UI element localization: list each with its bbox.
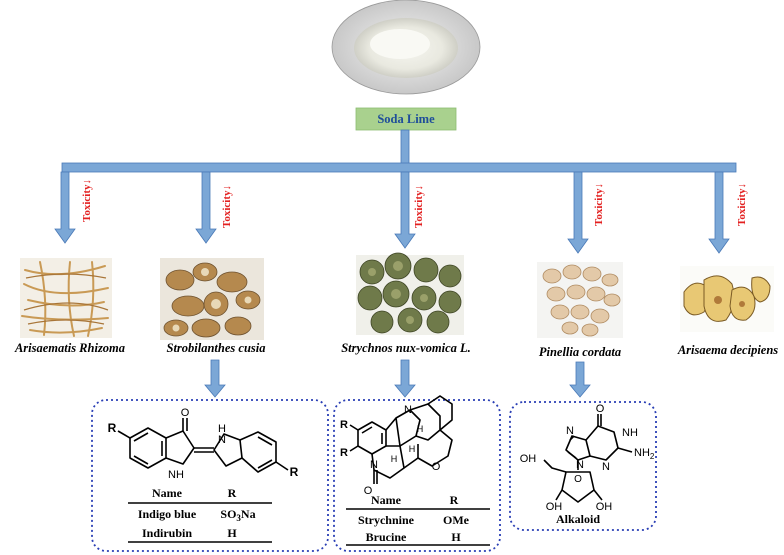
indigo-atom-nh-right: H [218, 423, 226, 435]
arrow-down-1 [54, 171, 76, 244]
strychnine-table-header-name: Name [371, 493, 402, 507]
indigo-table-row-1-r: SO3Na [220, 507, 255, 523]
arrow-down-4 [567, 171, 589, 254]
root-stem [400, 129, 410, 166]
herb-name-1: Arisaematis Rhizoma [14, 341, 125, 355]
strychnine-table-row-1-r: OMe [443, 513, 470, 527]
arrow-to-panel-2 [394, 359, 416, 398]
arrow-to-panel-1 [204, 359, 226, 398]
strychnine-structure-panel [333, 399, 501, 552]
toxicity-label-1: Toxicity↓ [81, 179, 93, 222]
toxicity-arrows [54, 171, 730, 254]
strychnine-atom-o-ring: O [432, 461, 441, 473]
alkaloid-atom-o-ring: O [574, 474, 582, 485]
strychnine-atom-n-top: N [404, 404, 412, 416]
indigo-table-row-2-r: H [227, 526, 237, 540]
arrow-down-3 [394, 171, 416, 249]
indigo-atom-o: O [181, 407, 190, 419]
herb-name-2: Strobilanthes cusia [167, 341, 266, 355]
strychnine-atom-n-bottom: N [370, 459, 378, 471]
indigo-atom-nh-left: NH [168, 469, 184, 481]
strychnine-table-row-2-name: Brucine [366, 530, 407, 544]
toxicity-label-3: Toxicity↓ [413, 185, 425, 228]
alkaloid-atom-o-top: O [596, 403, 605, 415]
herb-name-3: Strychnos nux-vomica L. [341, 341, 471, 355]
herb-name-5: Arisaema decipiens [677, 343, 778, 357]
strychnine-table-row-1-name: Strychnine [358, 513, 415, 527]
soda-lime-powder-image [331, 0, 481, 95]
alkaloid-atom-nh2: NH2 [634, 447, 655, 461]
indigo-atom-n-right: N [218, 434, 226, 446]
alkaloid-atom-oh1: OH [520, 453, 537, 465]
strychnine-table-header-r: R [450, 493, 459, 507]
alkaloid-atom-n3: N [602, 461, 610, 473]
toxicity-label-2: Toxicity↓ [221, 185, 233, 228]
strychnine-atom-r-top: R [340, 419, 348, 431]
indigo-skeleton [117, 418, 289, 473]
soda-lime-label: Soda Lime [377, 112, 435, 126]
strychnine-skeleton [349, 395, 453, 484]
strychnine-table-row-2-r: H [451, 530, 461, 544]
arisaematis-rhizoma-image [20, 258, 112, 338]
strychnine-atom-h2: H [409, 444, 416, 454]
alkaloid-atom-n1: N [566, 425, 574, 437]
alkaloid-structure-panel [509, 401, 657, 531]
strobilanthes-cusia-image [160, 258, 264, 340]
alkaloid-atom-nh: NH [622, 427, 638, 439]
arrow-down-5 [708, 171, 730, 254]
strychnine-atom-o-carbonyl: O [364, 485, 373, 497]
alkaloid-caption: Alkaloid [556, 512, 600, 526]
alkaloid-atom-oh2: OH [546, 501, 563, 513]
strychnine-atom-h3: H [391, 454, 398, 464]
distribution-bar [61, 162, 737, 173]
arrow-down-2 [195, 171, 217, 244]
arisaema-decipiens-image [680, 266, 774, 332]
herb-name-4: Pinellia cordata [539, 345, 621, 359]
toxicity-label-5: Toxicity↓ [736, 183, 748, 226]
indigo-table-header-name: Name [152, 486, 183, 500]
alkaloid-skeleton [543, 414, 633, 503]
arrow-to-panel-3 [569, 361, 591, 398]
indigo-structure-panel [91, 399, 329, 552]
strychnos-nux-vomica-image [356, 252, 464, 335]
strychnine-atom-h1: H [417, 424, 424, 434]
indigo-table-header-r: R [228, 486, 237, 500]
indigo-table-row-1-name: Indigo blue [138, 507, 197, 521]
alkaloid-atom-n2: N [576, 459, 584, 471]
pinellia-cordata-image [537, 262, 623, 338]
strychnine-atom-r-bottom: R [340, 447, 348, 459]
indigo-table-row-2-name: Indirubin [142, 526, 192, 540]
indigo-atom-r-right: R [290, 465, 299, 479]
toxicity-label-4: Toxicity↓ [593, 183, 605, 226]
alkaloid-atom-oh3: OH [596, 501, 613, 513]
indigo-atom-r-left: R [108, 421, 117, 435]
